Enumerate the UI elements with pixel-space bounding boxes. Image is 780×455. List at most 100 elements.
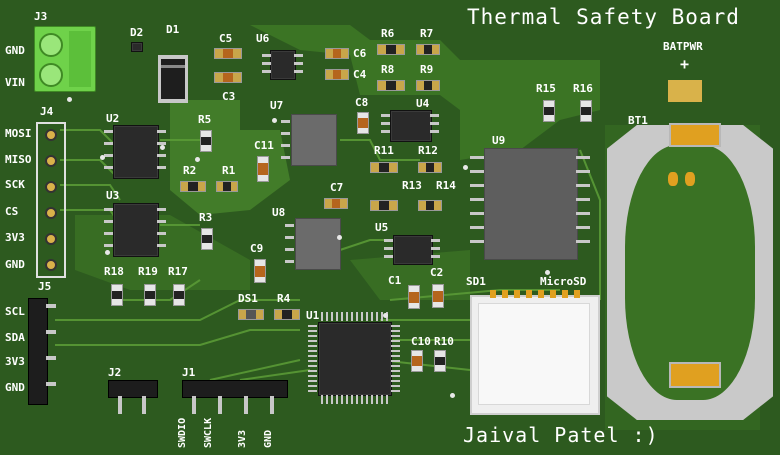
r1-resistor: [216, 181, 238, 192]
c3-ref: C3: [222, 90, 236, 103]
sd1-ref: SD1: [466, 275, 486, 288]
j1-pin-swdio: SWDIO: [177, 417, 188, 448]
u3-ref: U3: [106, 189, 120, 202]
j2-ref: J2: [108, 366, 122, 379]
d2-ref: D2: [130, 26, 144, 39]
j1-pin-3v3: 3V3: [237, 429, 248, 448]
j3-pin-vin: VIN: [5, 76, 25, 89]
j4-ref: J4: [40, 105, 54, 118]
r6-ref: R6: [381, 27, 395, 40]
u7-ref: U7: [270, 99, 284, 112]
j4-pin-miso: MISO: [5, 153, 32, 166]
c7-ref: C7: [330, 181, 344, 194]
r16-resistor: [580, 100, 592, 122]
u7-chip: [291, 114, 337, 166]
j4-header[interactable]: [36, 122, 66, 278]
c5-capacitor: [214, 48, 242, 59]
r5-resistor: [200, 130, 212, 152]
j3-pin-gnd: GND: [5, 44, 25, 57]
r13-ref: R13: [402, 179, 422, 192]
u2-ref: U2: [106, 112, 120, 125]
c5-ref: C5: [219, 32, 233, 45]
c6-ref: C6: [353, 47, 367, 60]
u2-chip: [113, 125, 159, 179]
j1-pin-gnd: GND: [263, 429, 274, 448]
r4-ref: R4: [277, 292, 291, 305]
j1-ref: J1: [182, 366, 196, 379]
r9-resistor: [416, 80, 440, 91]
j4-pin-gnd: GND: [5, 258, 25, 271]
u6-ref: U6: [256, 32, 270, 45]
c3-capacitor: [214, 72, 242, 83]
bt1-holder: [607, 123, 773, 420]
u5-ref: U5: [375, 221, 389, 234]
c8-capacitor: [357, 112, 369, 134]
r14-ref: R14: [436, 179, 456, 192]
batpwr-label: BATPWR: [663, 40, 703, 53]
j5-pin-3v3: 3V3: [5, 355, 25, 368]
c2-capacitor: [432, 284, 444, 308]
j3-ref: J3: [34, 10, 48, 23]
r19-resistor: [144, 284, 156, 306]
r9-ref: R9: [420, 63, 434, 76]
d2-diode: [131, 42, 143, 52]
r14-resistor: [418, 200, 442, 211]
j4-pin-3v3: 3V3: [5, 231, 25, 244]
r18-resistor: [111, 284, 123, 306]
c10-ref: C10: [411, 335, 431, 348]
j3-terminal-block[interactable]: [34, 26, 96, 92]
r11-resistor: [370, 162, 398, 173]
j5-ref: J5: [38, 280, 52, 293]
r18-ref: R18: [104, 265, 124, 278]
u4-ref: U4: [416, 97, 430, 110]
r17-resistor: [173, 284, 185, 306]
c1-capacitor: [408, 285, 420, 309]
c1-ref: C1: [388, 274, 402, 287]
j4-pin-mosi: MOSI: [5, 127, 32, 140]
ds1-ref: DS1: [238, 292, 258, 305]
j2-header[interactable]: [108, 380, 158, 398]
r12-resistor: [418, 162, 442, 173]
battery-plus-sign: +: [680, 55, 690, 73]
u3-chip: [113, 203, 159, 257]
r13-resistor: [370, 200, 398, 211]
c7-capacitor: [324, 198, 348, 209]
r2-ref: R2: [183, 164, 197, 177]
j5-header[interactable]: [28, 298, 48, 405]
j1-pin-swclk: SWCLK: [203, 417, 214, 448]
r8-ref: R8: [381, 63, 395, 76]
r11-ref: R11: [374, 144, 394, 157]
c8-ref: C8: [355, 96, 369, 109]
r6-resistor: [377, 44, 405, 55]
c9-capacitor: [254, 259, 266, 283]
r2-resistor: [180, 181, 206, 192]
j5-pin-gnd: GND: [5, 381, 25, 394]
r4-resistor: [274, 309, 300, 320]
u9-ref: U9: [492, 134, 506, 147]
r8-resistor: [377, 80, 405, 91]
c4-capacitor: [325, 69, 349, 80]
sd1-microsd-socket[interactable]: [470, 295, 600, 415]
c2-ref: C2: [430, 266, 444, 279]
u8-ref: U8: [272, 206, 286, 219]
r12-ref: R12: [418, 144, 438, 157]
ds1-led: [238, 309, 264, 320]
r19-ref: R19: [138, 265, 158, 278]
j5-pin-sda: SDA: [5, 331, 25, 344]
d1-ref: D1: [166, 23, 180, 36]
r15-resistor: [543, 100, 555, 122]
c10-capacitor: [411, 350, 423, 372]
bt1-ref: BT1: [628, 114, 648, 127]
r10-ref: R10: [434, 335, 454, 348]
r5-ref: R5: [198, 113, 212, 126]
battery-plus-pad: [668, 80, 702, 102]
u5-chip: [393, 235, 433, 265]
u8-chip: [295, 218, 341, 270]
board-title: Thermal Safety Board: [467, 5, 740, 29]
d1-diode: [158, 55, 188, 103]
sd1-label: MicroSD: [540, 275, 587, 288]
u9-module: [484, 148, 578, 260]
u1-ref: U1: [306, 309, 320, 322]
c11-capacitor: [257, 156, 269, 182]
j1-header[interactable]: [182, 380, 288, 398]
